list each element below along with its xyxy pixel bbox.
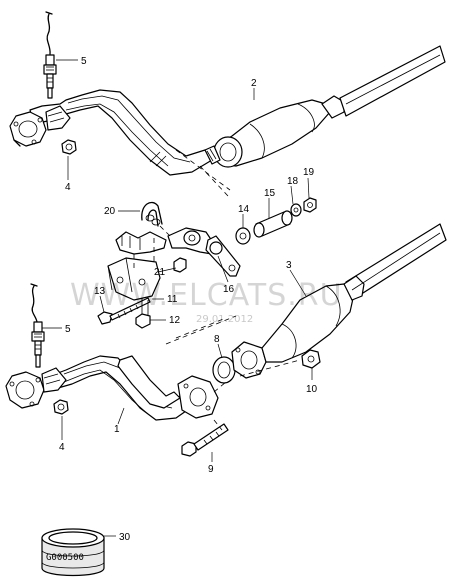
callout-3: 3 [286,260,292,271]
gasket-ring [212,356,236,384]
callout-15: 15 [264,188,276,199]
lower-exhaust-assembly [5,223,447,457]
u-bolt [141,201,163,227]
callout-9: 9 [208,464,214,475]
rubber-mount [235,227,251,245]
callout-20: 20 [104,206,116,217]
callout-5-upper: 5 [81,56,87,67]
nut-21 [173,257,187,273]
callout-4-upper: 4 [65,182,71,193]
bolt-13 [97,297,151,325]
nut-10 [301,349,321,369]
callout-8: 8 [214,334,220,345]
upper-exhaust-assembly [9,11,446,197]
callout-5-lower: 5 [65,324,71,335]
nut-upper [61,139,77,155]
callout-2: 2 [251,78,257,89]
support-bracket [107,257,161,301]
mounting-hardware [97,197,317,329]
callout-19: 19 [303,167,315,178]
washer [290,203,302,217]
catalytic-converter-upper [204,45,446,168]
callout-12: 12 [169,315,181,326]
callout-21: 21 [154,267,166,278]
callout-13: 13 [94,286,106,297]
nut-19 [303,197,317,213]
callout-10: 10 [306,384,318,395]
callout-30: 30 [119,532,131,543]
nut-lower [53,399,69,415]
callout-labels: 5 2 4 20 14 15 18 19 21 16 13 11 12 3 5 … [59,56,318,543]
front-pipe-upper [9,89,213,176]
bolt-12 [135,298,151,329]
watermark-date: 29.01.2012 [196,314,253,325]
callout-1: 1 [114,424,120,435]
callout-18: 18 [287,176,299,187]
hanger-bracket [167,227,241,277]
front-pipe-lower [5,355,219,421]
sealing-ring-part: G000500 [41,528,105,577]
bolt-9 [181,423,229,457]
clamp-bracket [115,231,167,255]
callout-11: 11 [167,294,178,305]
callout-16: 16 [223,284,235,295]
oxygen-sensor-upper [43,11,57,99]
spacer-sleeve [253,210,293,238]
oxygen-sensor-lower [30,283,45,368]
part30-band-text: G000500 [46,553,84,563]
watermark: WWW.ELCATS.RU 29.01.2012 [70,278,343,325]
watermark-text: WWW.ELCATS.RU [70,278,343,313]
catalytic-converter-lower [231,223,447,379]
leader-lines [42,59,313,537]
callout-14: 14 [238,204,250,215]
callout-4-lower: 4 [59,442,65,453]
